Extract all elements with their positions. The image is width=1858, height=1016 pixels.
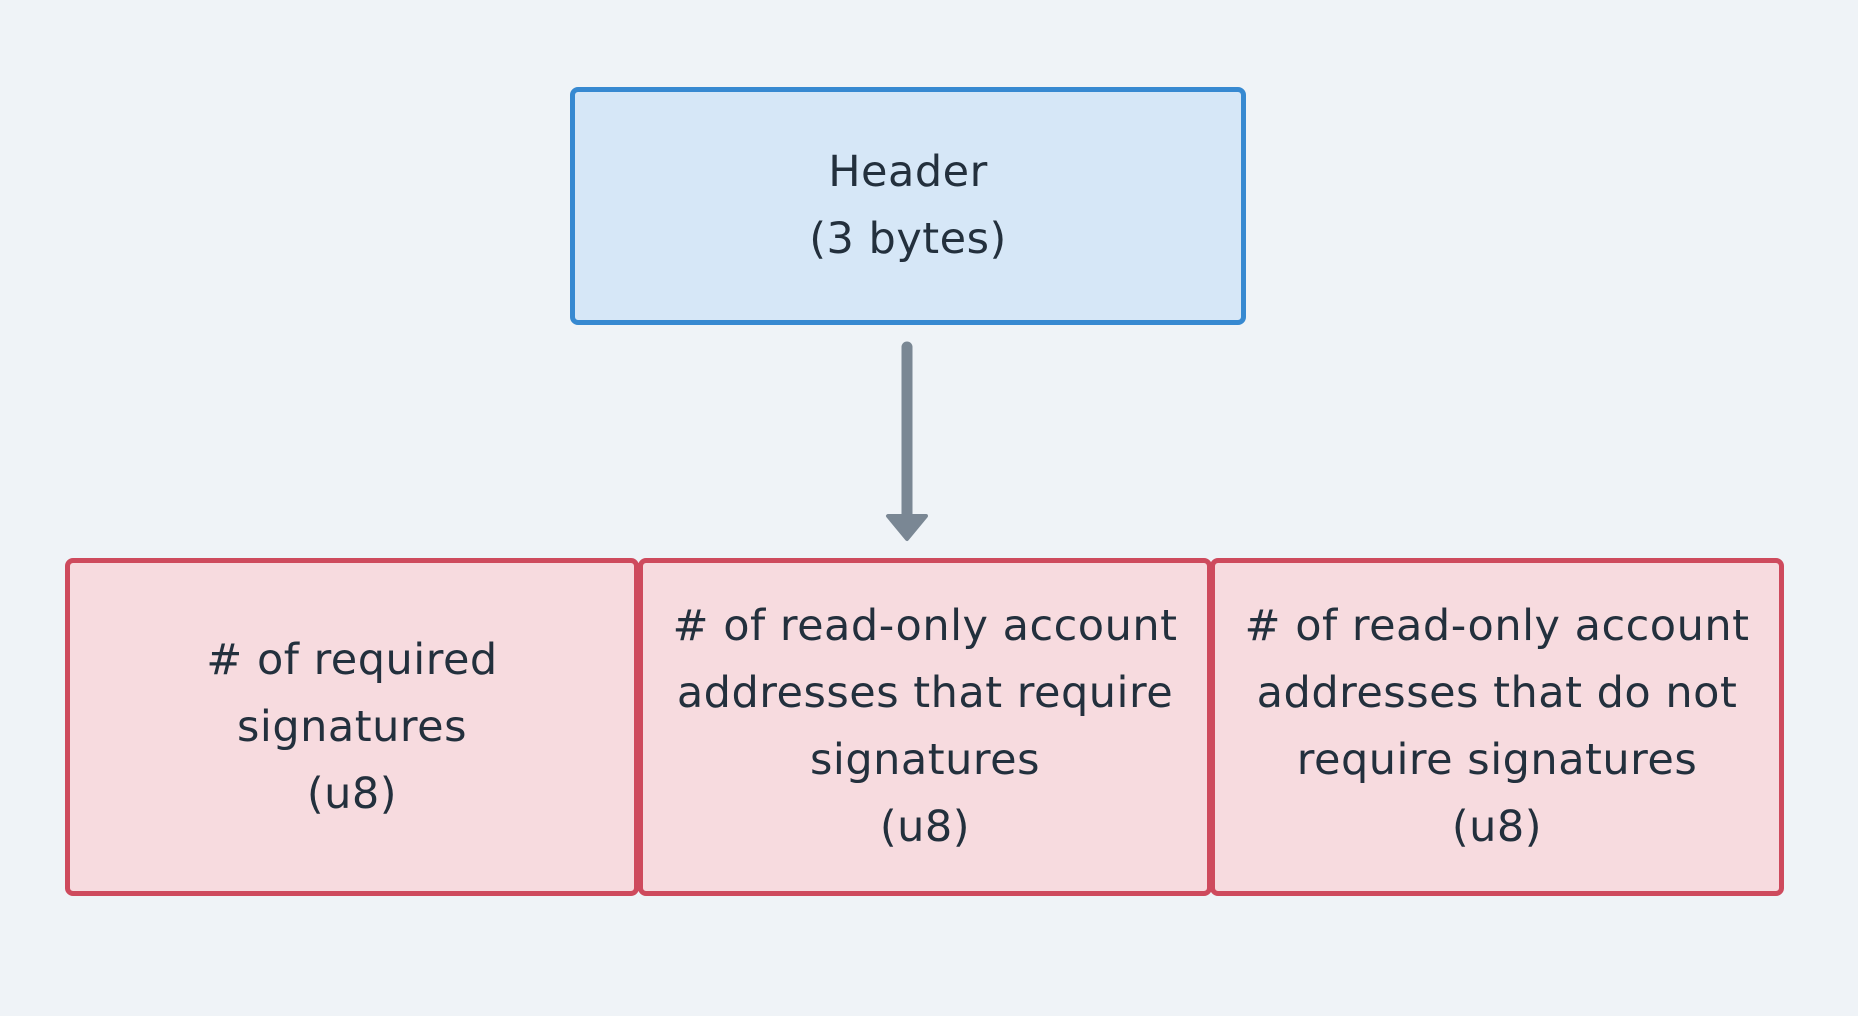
field-label-line: addresses that do not [1256,668,1738,718]
field-readonly-unsigned-accounts: # of read-only account addresses that do… [1210,558,1784,896]
header-size: (3 bytes) [809,214,1007,264]
field-type: (u8) [1451,802,1543,852]
field-label-line: require signatures [1296,735,1698,785]
arrow-head [886,514,928,541]
field-label-line: # of read-only account [672,601,1178,651]
field-readonly-signed-accounts: # of read-only account addresses that re… [638,558,1212,896]
field-label-line: signatures [810,735,1040,785]
field-label-line: # of required [206,634,498,685]
field-type: (u8) [306,768,398,819]
field-type: (u8) [879,802,971,852]
header-box: Header (3 bytes) [570,87,1246,325]
field-label-line: # of read-only account [1244,601,1750,651]
field-label-line: addresses that require [676,668,1174,718]
field-required-signatures: # of required signatures (u8) [65,558,639,896]
field-label-line: signatures [237,701,467,752]
header-title: Header [828,147,988,197]
